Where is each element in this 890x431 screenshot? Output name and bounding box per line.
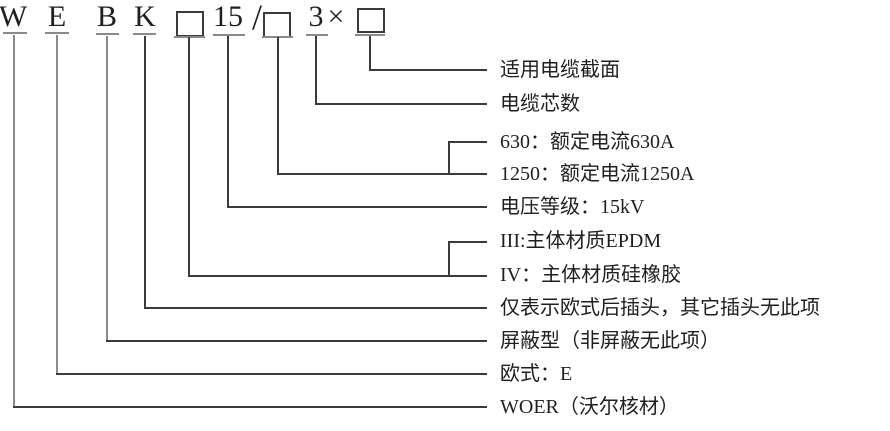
legend-style-e: 欧式：E xyxy=(500,363,573,385)
underline-voltage xyxy=(213,34,245,36)
underline-w xyxy=(3,32,27,34)
connector-horizontal-cable-section xyxy=(369,69,487,71)
code-letter-w: W xyxy=(0,0,28,33)
legend-current-630: 630：额定电流630A xyxy=(500,131,675,153)
connector-horizontal-current-1250 xyxy=(277,173,487,175)
connector-horizontal-shield-note xyxy=(106,340,487,342)
legend-plug-note: 仅表示欧式后插头，其它插头无此项 xyxy=(500,297,820,319)
connector-horizontal-core-count xyxy=(315,103,487,105)
connector-horizontal-brand xyxy=(13,406,487,408)
connector-horizontal-plug-note xyxy=(144,307,487,309)
code-slash: / xyxy=(251,0,262,37)
connector-vertical-w xyxy=(13,35,15,408)
code-letter-b: B xyxy=(96,0,117,33)
code-letter-k: K xyxy=(134,0,156,33)
legend-current-1250: 1250：额定电流1250A xyxy=(500,163,695,185)
connector-vertical-cores xyxy=(315,36,317,105)
connector-horizontal-material-epdm xyxy=(448,241,487,243)
fork-vertical-material xyxy=(448,241,450,277)
legend-brand: WOER（沃尔核材） xyxy=(500,396,679,418)
connector-horizontal-style xyxy=(56,373,487,375)
connector-vertical-e xyxy=(56,35,58,375)
connector-vertical-material-box xyxy=(188,37,190,277)
connector-vertical-section-box xyxy=(369,36,371,71)
underline-e xyxy=(45,32,69,34)
underline-cores xyxy=(306,34,328,36)
underline-section-box xyxy=(355,34,385,36)
material-code-box xyxy=(176,11,204,37)
code-multiply-sign: × xyxy=(327,0,345,33)
connector-vertical-current-box xyxy=(277,37,279,175)
section-code-box xyxy=(357,8,385,33)
legend-core-count: 电缆芯数 xyxy=(500,93,580,115)
current-code-box xyxy=(263,12,291,38)
code-letter-e: E xyxy=(47,0,67,33)
connector-vertical-voltage xyxy=(227,36,229,208)
legend-cable-section: 适用电缆截面 xyxy=(500,59,620,81)
legend-material-epdm: III:主体材质EPDM xyxy=(500,230,662,252)
code-number-cores: 3 xyxy=(308,0,324,33)
connector-horizontal-material-silicone xyxy=(188,275,487,277)
connector-vertical-k xyxy=(144,36,146,309)
legend-shield-note: 屏蔽型（非屏蔽无此项） xyxy=(500,330,720,352)
fork-vertical-current xyxy=(448,141,450,175)
legend-voltage-level: 电压等级：15kV xyxy=(500,196,645,218)
legend-material-silicone: IV：主体材质硅橡胶 xyxy=(500,264,682,286)
underline-b xyxy=(96,33,119,35)
connector-horizontal-voltage xyxy=(227,206,487,208)
code-number-voltage: 15 xyxy=(213,0,243,33)
connector-horizontal-current-630 xyxy=(448,141,487,143)
connector-vertical-b xyxy=(106,36,108,342)
underline-k xyxy=(133,33,156,35)
